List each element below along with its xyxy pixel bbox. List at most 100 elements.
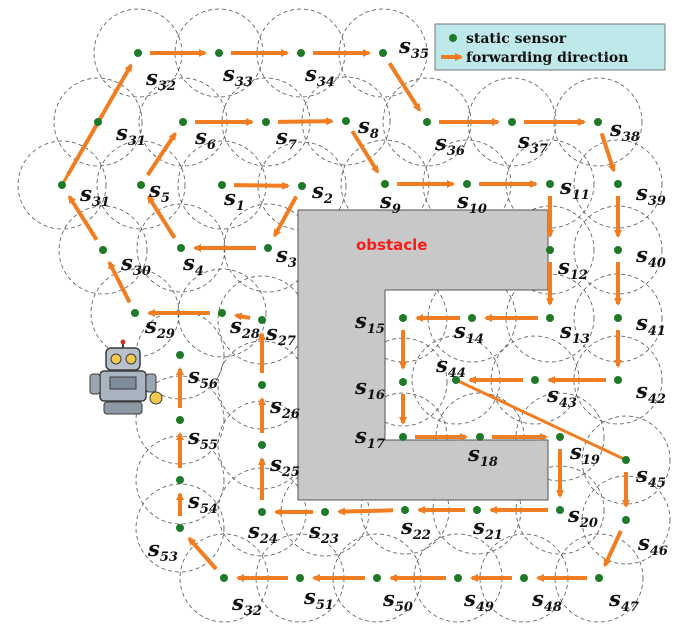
sensor-label-s29: s29 bbox=[144, 313, 175, 342]
sensor-label-s7: s7 bbox=[275, 124, 297, 153]
sensor-node-s24 bbox=[258, 508, 266, 516]
sensor-label-index: 15 bbox=[367, 322, 385, 337]
sensor-label-index: 20 bbox=[579, 516, 598, 531]
sensor-node-s36 bbox=[423, 118, 431, 126]
sensor-label-letter: s bbox=[517, 128, 530, 153]
sensor-node-s12 bbox=[546, 246, 554, 254]
sensor-label-index: 55 bbox=[200, 438, 218, 453]
sensor-label-s33: s33 bbox=[222, 61, 253, 90]
range-circle-s19 bbox=[515, 392, 605, 482]
sensor-label-index: 48 bbox=[544, 600, 562, 615]
sensor-label-index: 29 bbox=[156, 327, 175, 342]
sensor-label-s16: s16 bbox=[354, 374, 385, 403]
sensor-label-letter: s bbox=[120, 250, 133, 275]
sensor-node-s20 bbox=[556, 506, 564, 514]
sensor-label-index: 23 bbox=[320, 532, 339, 547]
arrow-s4-s5 bbox=[146, 195, 177, 239]
arrow-s22-s23 bbox=[336, 507, 394, 516]
sensor-label-index: 16 bbox=[367, 388, 385, 403]
sensor-label-index: 25 bbox=[281, 465, 300, 480]
sensor-label-s42: s42 bbox=[635, 378, 666, 407]
range-circle-s45 bbox=[581, 415, 671, 505]
sensor-label-s38: s38 bbox=[609, 116, 640, 145]
sensor-label-letter: s bbox=[148, 177, 161, 202]
sensor-nodes bbox=[58, 49, 630, 582]
sensor-label-s43: s43 bbox=[546, 382, 577, 411]
sensor-node-s55 bbox=[176, 416, 184, 424]
sensor-label-s5: s5 bbox=[148, 177, 170, 206]
range-circle-s16 bbox=[358, 337, 448, 427]
sensor-node-s19 bbox=[556, 433, 564, 441]
range-circle-s39 bbox=[573, 139, 663, 229]
range-circle-s54 bbox=[135, 435, 225, 525]
legend-forwarding-direction: forwarding direction bbox=[466, 50, 628, 66]
sensor-label-s53: s53 bbox=[147, 536, 178, 565]
sensor-node-s30 bbox=[99, 246, 107, 254]
sensor-label-letter: s bbox=[354, 374, 367, 399]
sensor-label-index: 42 bbox=[648, 392, 666, 407]
sensor-node-s4 bbox=[177, 244, 185, 252]
sensor-label-s2: s2 bbox=[311, 178, 333, 207]
sensor-label-index: 31 bbox=[92, 195, 110, 210]
sensor-label-s11: s11 bbox=[559, 174, 590, 203]
sensor-label-index: 13 bbox=[572, 332, 590, 347]
sensor-label-index: 26 bbox=[281, 407, 300, 422]
sensor-node-s44 bbox=[452, 376, 460, 384]
sensor-label-letter: s bbox=[557, 254, 570, 279]
sensor-label-index: 31 bbox=[128, 134, 146, 149]
sensor-label-index: 43 bbox=[559, 396, 577, 411]
arrow-s32b-s53 bbox=[187, 537, 218, 571]
sensor-label-s31a: s31 bbox=[115, 120, 146, 149]
sensor-label-letter: s bbox=[223, 185, 236, 210]
arrow-s1-s2 bbox=[233, 181, 291, 190]
sensor-label-s49: s49 bbox=[463, 586, 494, 615]
sensor-label-letter: s bbox=[635, 462, 648, 487]
sensor-label-s39: s39 bbox=[635, 180, 666, 209]
sensor-node-s21 bbox=[473, 506, 481, 514]
legend-sensor-marker bbox=[449, 34, 457, 42]
sensor-label-letter: s bbox=[398, 33, 411, 58]
range-circle-s12 bbox=[505, 205, 595, 295]
sensor-label-letter: s bbox=[569, 439, 582, 464]
range-circle-s46 bbox=[581, 475, 671, 565]
sensor-label-letter: s bbox=[269, 393, 282, 418]
sensor-label-letter: s bbox=[231, 590, 244, 615]
sensor-label-letter: s bbox=[144, 313, 157, 338]
sensor-label-letter: s bbox=[269, 451, 282, 476]
arrow-s2-s3 bbox=[272, 195, 298, 238]
sensor-label-letter: s bbox=[456, 188, 469, 213]
sensor-label-letter: s bbox=[357, 113, 370, 138]
range-circle-s42 bbox=[573, 335, 663, 425]
sensor-label-s1: s1 bbox=[223, 185, 245, 214]
sensor-label-index: 27 bbox=[277, 334, 296, 349]
sensor-label-index: 39 bbox=[648, 194, 666, 209]
sensor-label-s9: s9 bbox=[379, 188, 401, 217]
sensor-label-s22: s22 bbox=[400, 514, 431, 543]
sensor-node-s17 bbox=[399, 433, 407, 441]
sensor-label-letter: s bbox=[635, 378, 648, 403]
sensor-node-s3 bbox=[264, 244, 272, 252]
range-circle-s47 bbox=[554, 533, 644, 623]
sensor-node-s14 bbox=[468, 314, 476, 322]
range-circle-s55 bbox=[135, 375, 225, 465]
sensor-node-s18 bbox=[476, 433, 484, 441]
sensor-label-s19: s19 bbox=[569, 439, 600, 468]
sensor-node-s27 bbox=[258, 316, 266, 324]
range-circle-s53 bbox=[135, 483, 225, 573]
sensor-node-s38 bbox=[594, 118, 602, 126]
sensor-label-s44: s44 bbox=[435, 352, 466, 381]
sensor-label-index: 14 bbox=[466, 332, 484, 347]
sensor-node-s25 bbox=[258, 441, 266, 449]
sensor-label-index: 53 bbox=[160, 550, 178, 565]
sensor-label-letter: s bbox=[354, 423, 367, 448]
range-circle-s11 bbox=[505, 139, 595, 229]
sensor-node-s45 bbox=[622, 456, 630, 464]
sensor-label-index: 19 bbox=[582, 453, 600, 468]
sensor-label-index: 49 bbox=[476, 600, 494, 615]
range-circle-s20 bbox=[515, 465, 605, 555]
sensor-label-letter: s bbox=[147, 536, 160, 561]
sensor-node-s23 bbox=[321, 508, 329, 516]
sensor-node-s6 bbox=[179, 118, 187, 126]
sensor-label-letter: s bbox=[434, 130, 447, 155]
